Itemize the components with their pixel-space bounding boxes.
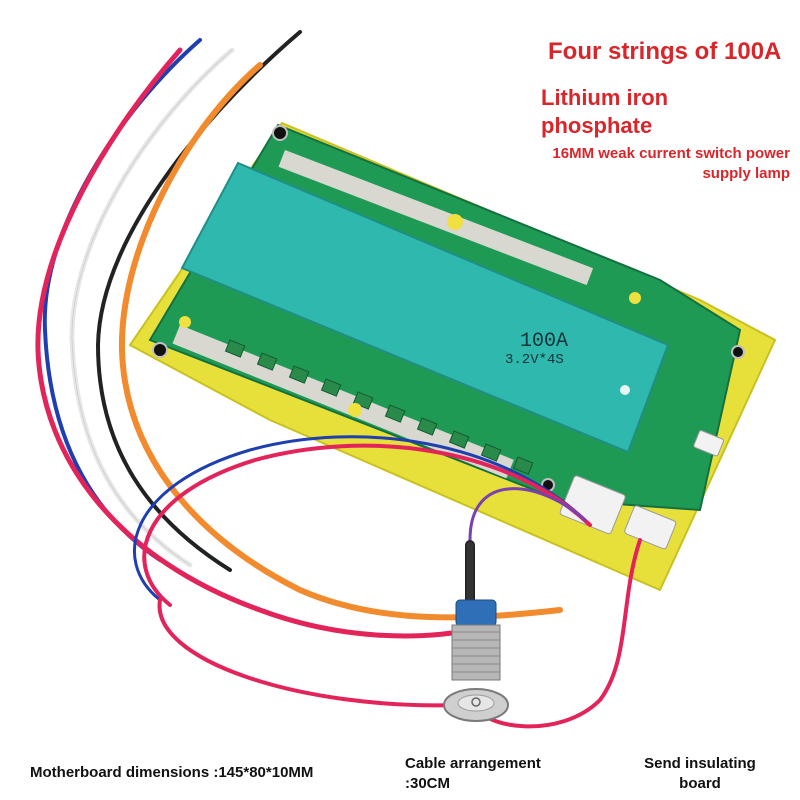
board-rating-label: 100A — [520, 330, 569, 353]
headline-title: Four strings of 100A — [548, 38, 782, 65]
switch-description-line1: 16MM weak current switch power — [552, 145, 790, 162]
connectors — [559, 430, 725, 550]
board-config-label: 3.2V*4S — [505, 352, 564, 368]
headline-subtitle-line1: Lithium iron — [541, 85, 669, 110]
switch-wires — [133, 435, 642, 729]
switch-description: 16MM weak current switch power supply la… — [500, 144, 790, 184]
cable-caption-line2: :30CM — [405, 775, 451, 792]
signal-wires — [35, 30, 563, 639]
heatsink-cover — [180, 161, 670, 454]
insulating-caption: Send insulating board — [630, 754, 770, 794]
dimensions-caption: Motherboard dimensions :145*80*10MM — [30, 764, 314, 781]
headline-subtitle-line2: phosphate — [541, 113, 653, 138]
power-switch — [443, 599, 509, 722]
cable-caption-line1: Cable arrangement — [405, 755, 541, 772]
cable-caption: Cable arrangement :30CM — [405, 754, 565, 794]
insulating-caption-line1: Send insulating — [644, 755, 756, 772]
headline-subtitle: Lithium iron phosphate — [541, 84, 668, 140]
switch-description-line2: supply lamp — [702, 165, 790, 182]
insulating-caption-line2: board — [679, 775, 721, 792]
